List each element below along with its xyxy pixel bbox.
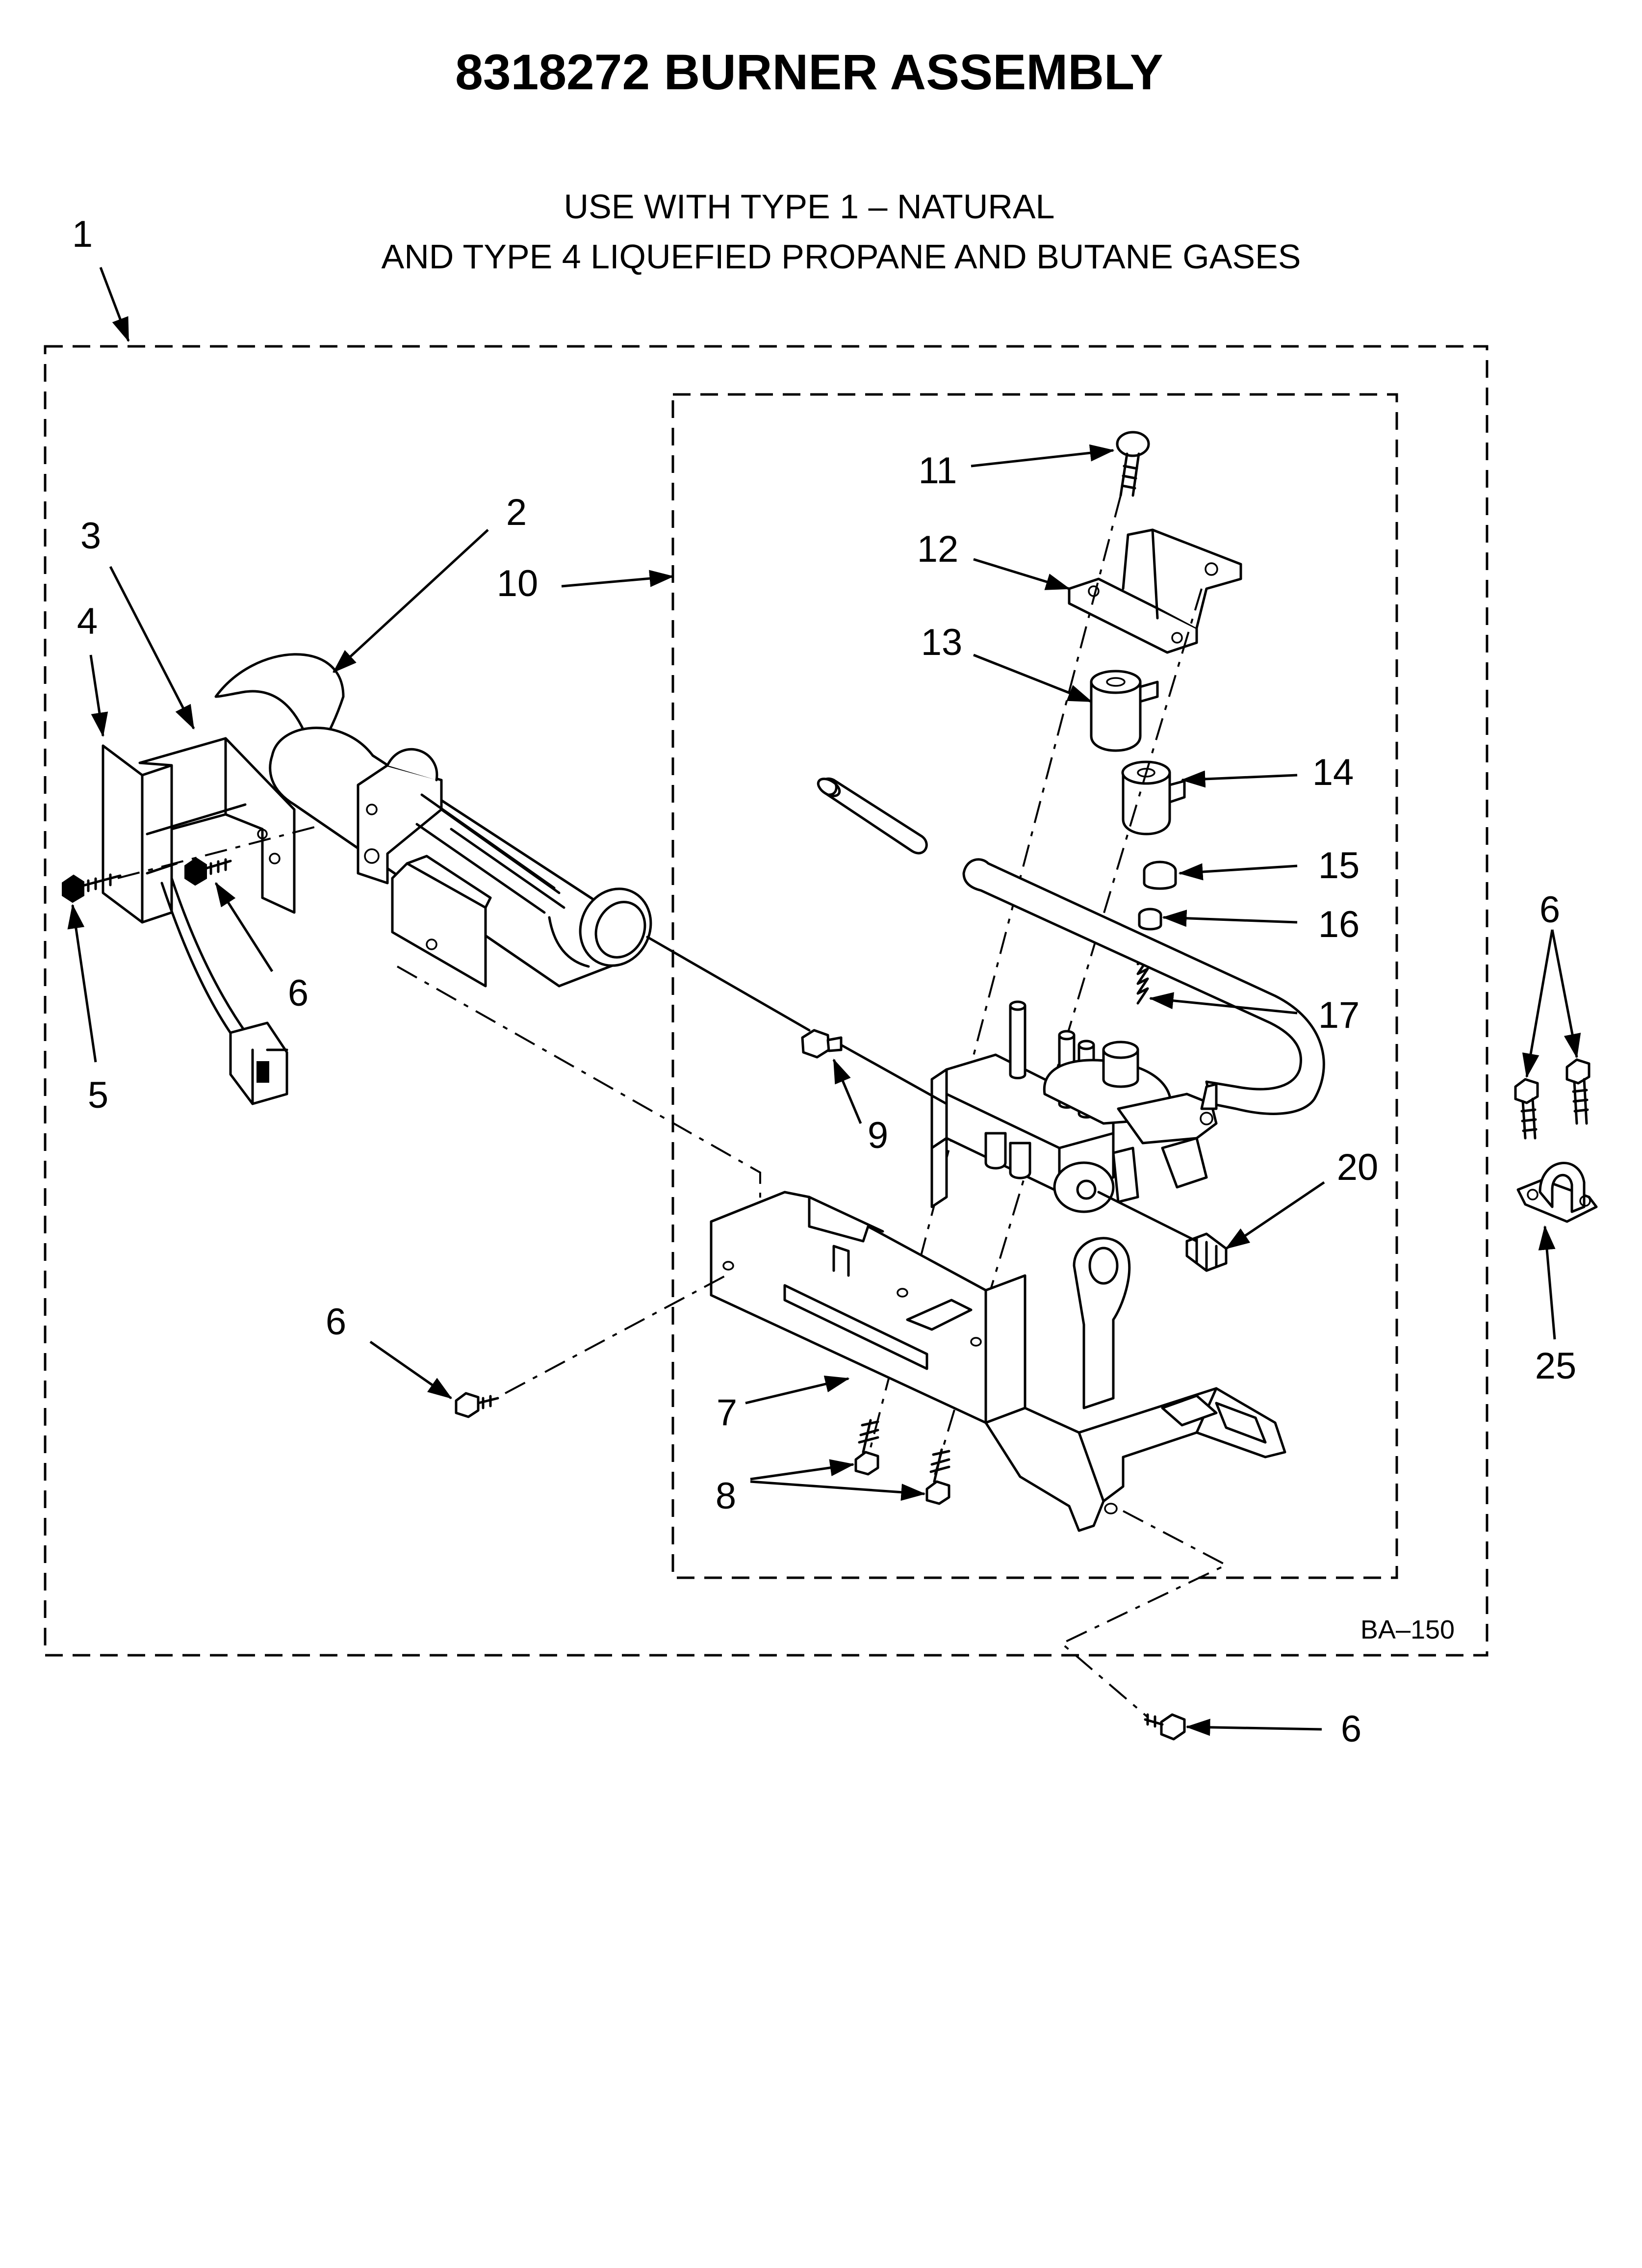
callout-3: 3 <box>80 515 101 557</box>
screw-8-left <box>854 1419 879 1476</box>
callout-12: 12 <box>917 528 959 570</box>
page-title: 8318272 BURNER ASSEMBLY <box>455 44 1163 100</box>
ignitor-bracket <box>102 737 296 924</box>
callout-10: 10 <box>497 563 539 604</box>
callout-6-bottom: 6 <box>1341 1708 1361 1750</box>
reference-code: BA–150 <box>1360 1615 1455 1644</box>
callout-1: 1 <box>72 213 93 255</box>
orifice-9 <box>801 1029 843 1059</box>
burner-bracket-7 <box>710 1191 1286 1532</box>
callout-14: 14 <box>1312 752 1354 793</box>
callout-11: 11 <box>919 450 957 492</box>
gas-supply-tube <box>817 777 1325 1115</box>
valve-cap-15 <box>1143 860 1177 890</box>
screw-5 <box>62 873 122 903</box>
screw-6-bottom <box>1144 1713 1186 1741</box>
callout-20: 20 <box>1337 1147 1379 1188</box>
screw-6-clamp-left <box>1514 1078 1539 1140</box>
burner-tube <box>214 653 652 988</box>
callout-25: 25 <box>1535 1345 1577 1387</box>
lower-left-screw-leader-line <box>505 1275 726 1394</box>
callout-17: 17 <box>1318 994 1360 1036</box>
valve-coil-14 <box>1121 760 1186 835</box>
screw-6-lower-left <box>455 1392 499 1418</box>
callout-2: 2 <box>506 492 527 533</box>
bottom-screw-leader-line <box>1060 1510 1229 1718</box>
leader-arrows <box>67 267 1581 1736</box>
subtitle-line-1: USE WITH TYPE 1 – NATURAL <box>564 187 1055 226</box>
callout-15: 15 <box>1318 845 1360 886</box>
valve-coil-13 <box>1090 670 1159 752</box>
ignitor-plate <box>391 855 492 988</box>
subtitle-line-2: AND TYPE 4 LIQUEFIED PROPANE AND BUTANE … <box>382 237 1301 276</box>
orifice-to-valve-line <box>840 1043 948 1105</box>
callout-16: 16 <box>1318 904 1360 945</box>
callout-6-right: 6 <box>1539 889 1560 931</box>
outer-assembly-boundary <box>44 345 1488 1657</box>
callout-6-bracket: 6 <box>288 972 308 1014</box>
screw-6-bracket <box>184 857 232 886</box>
screw-6-clamp-right <box>1565 1058 1591 1125</box>
callout-9: 9 <box>868 1115 888 1156</box>
gas-valve-body <box>930 1000 1218 1213</box>
callout-8: 8 <box>716 1475 736 1517</box>
connector-leader-line <box>1097 1191 1198 1243</box>
ignitor-wire-harness <box>160 877 288 1105</box>
inner-valve-assembly-boundary <box>671 393 1398 1579</box>
plate-leader-line <box>397 965 761 1212</box>
tube-clamp-25 <box>1516 1162 1598 1223</box>
callout-7: 7 <box>717 1392 737 1434</box>
coil-bracket-12 <box>1068 528 1242 654</box>
callout-6-lower-left: 6 <box>326 1301 346 1343</box>
callout-4: 4 <box>77 600 98 642</box>
callout-13: 13 <box>921 622 963 663</box>
plunger-16 <box>1138 908 1162 931</box>
callout-5: 5 <box>88 1074 108 1116</box>
callout-labels: 1 2 3 4 5 6 10 11 12 13 14 15 16 17 9 20… <box>72 213 1576 1750</box>
screw-11 <box>1116 431 1150 497</box>
screw-8-right <box>925 1448 950 1505</box>
connector-20 <box>1185 1232 1228 1272</box>
orifice-leader-line <box>646 936 811 1032</box>
